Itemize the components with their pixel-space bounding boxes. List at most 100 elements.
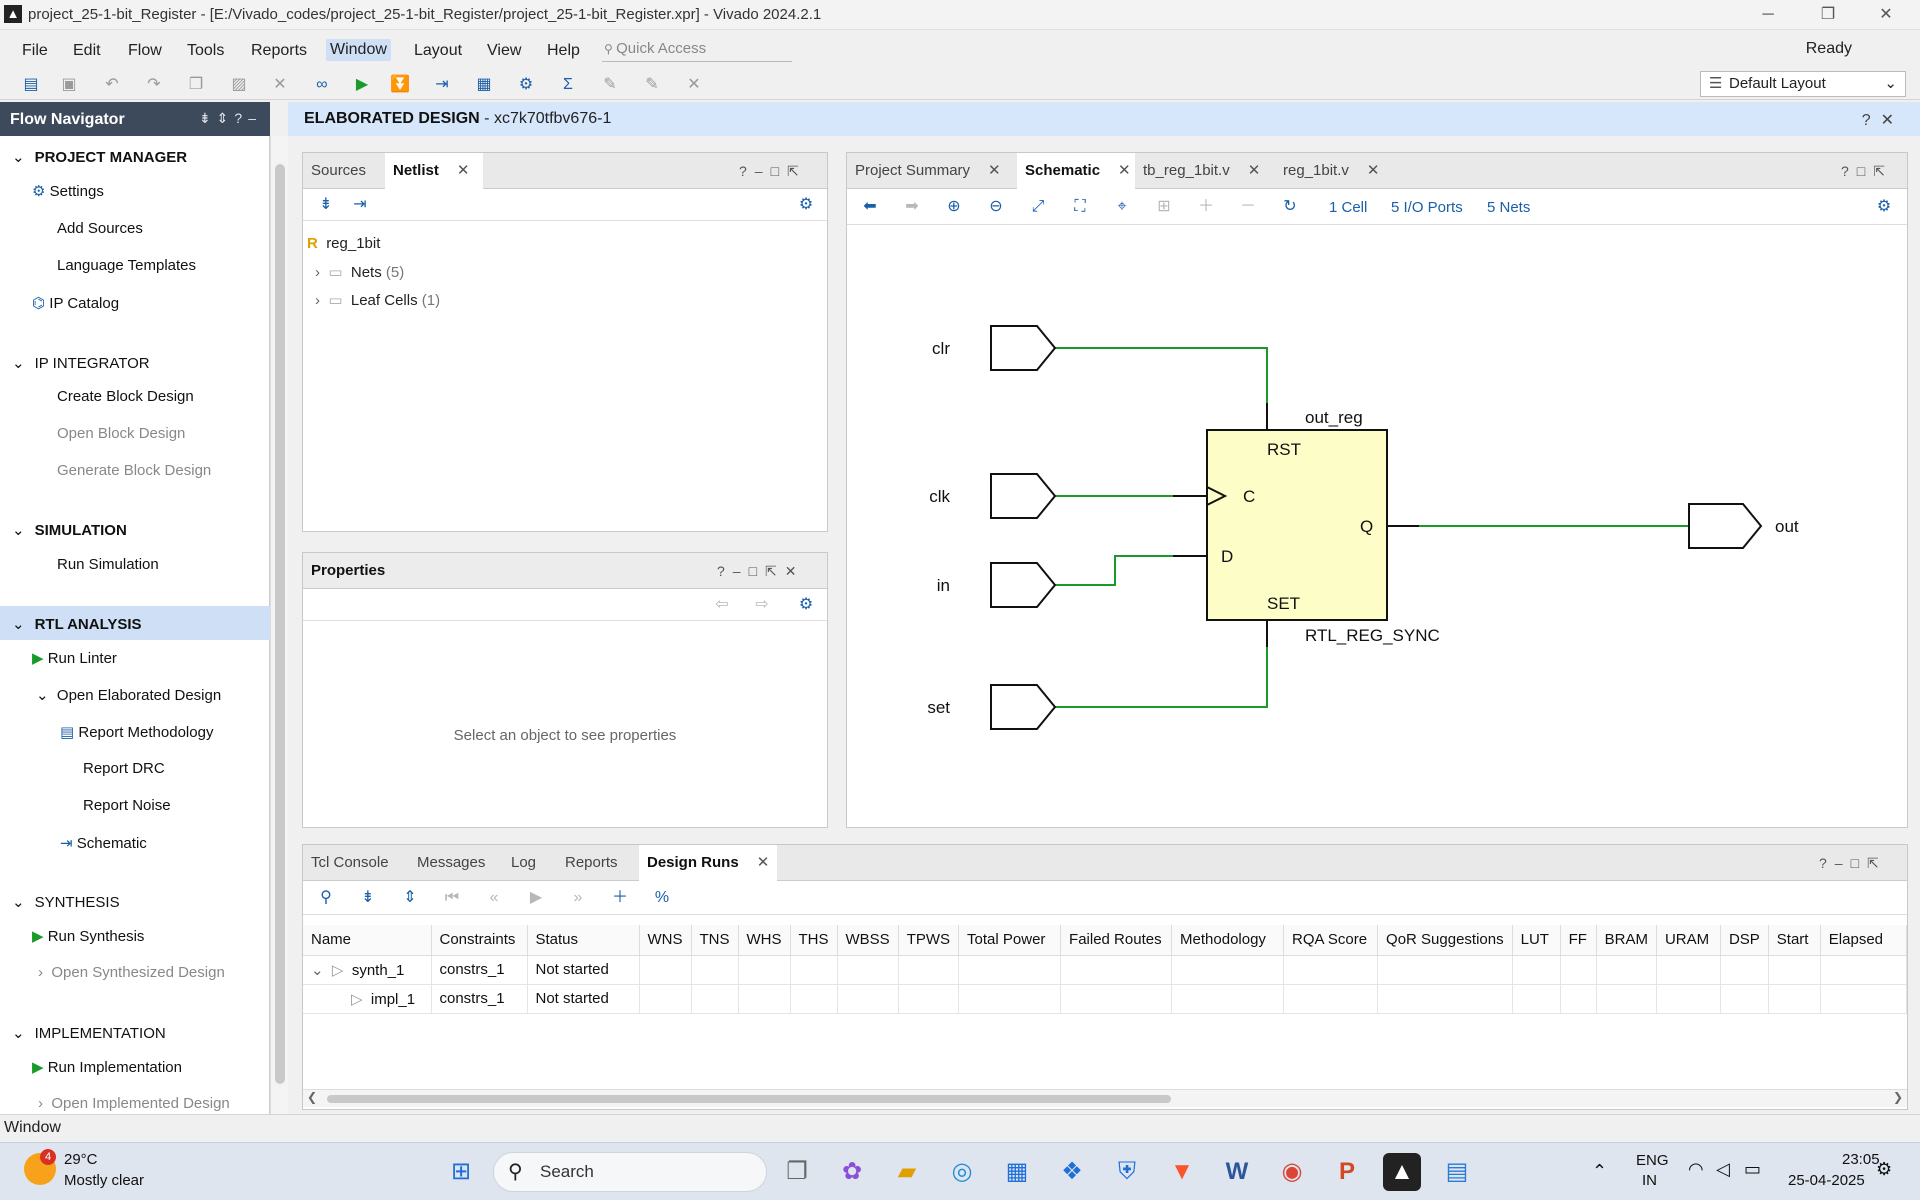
battery-icon[interactable]: ▭ xyxy=(1744,1159,1762,1179)
col-wns[interactable]: WNS xyxy=(639,925,692,956)
port-out[interactable] xyxy=(1688,503,1763,549)
col-tns[interactable]: TNS xyxy=(691,925,739,956)
scrollbar-thumb[interactable] xyxy=(275,164,285,1084)
autofit-selection-icon[interactable]: ⌖ xyxy=(1117,198,1127,215)
tab-tb-reg-1bit[interactable]: tb_reg_1bit.v✕ xyxy=(1135,153,1275,189)
clock-time[interactable]: 23:05 xyxy=(1842,1151,1880,1168)
tab-netlist[interactable]: Netlist✕ xyxy=(385,153,483,189)
create-block-design-item[interactable]: Create Block Design xyxy=(57,388,194,405)
tool-disabled-1-icon[interactable]: ✎ xyxy=(603,76,617,93)
run-step-icon[interactable]: ⏬ xyxy=(390,76,410,93)
chrome-icon[interactable]: ◉ xyxy=(1281,1158,1303,1185)
tab-project-summary[interactable]: Project Summary✕ xyxy=(847,153,1017,189)
report-drc-item[interactable]: Report DRC xyxy=(83,760,165,777)
panel-controls[interactable]: ?–□⇱ xyxy=(1819,855,1887,871)
report-icon[interactable]: ▦ xyxy=(476,76,492,93)
port-clr[interactable] xyxy=(990,325,1057,371)
save-icon[interactable]: ▣ xyxy=(61,76,77,93)
col-failed-routes[interactable]: Failed Routes xyxy=(1060,925,1173,956)
next-icon[interactable]: » xyxy=(573,889,583,906)
flow-nav-scrollbar[interactable] xyxy=(270,136,288,1114)
register-cell[interactable] xyxy=(1206,429,1388,621)
port-in[interactable] xyxy=(990,562,1057,608)
edge-icon[interactable]: ◎ xyxy=(951,1158,973,1185)
menu-file[interactable]: File xyxy=(22,42,48,59)
clock-date[interactable]: 25-04-2025 xyxy=(1788,1172,1865,1189)
col-start[interactable]: Start xyxy=(1768,925,1821,956)
gear-icon[interactable]: ⚙ xyxy=(1876,198,1892,215)
menu-tools[interactable]: Tools xyxy=(187,42,225,59)
zoom-out-icon[interactable]: ⊖ xyxy=(989,198,1003,215)
menu-help[interactable]: Help xyxy=(547,42,580,59)
powerpoint-icon[interactable]: P xyxy=(1338,1158,1355,1185)
settings-icon[interactable]: ⚙ xyxy=(518,76,534,93)
language-in[interactable]: IN xyxy=(1642,1172,1657,1189)
netlist-nets-item[interactable]: › ▭ Nets (5) xyxy=(315,263,404,281)
port-clk[interactable] xyxy=(990,473,1057,519)
zoom-fit-icon[interactable]: ⤢ xyxy=(1031,198,1045,215)
zoom-area-icon[interactable]: ⛶ xyxy=(1074,198,1086,215)
menu-flow[interactable]: Flow xyxy=(128,42,162,59)
schematic-view-icon[interactable]: ⇥ xyxy=(353,196,367,213)
menu-edit[interactable]: Edit xyxy=(73,42,101,59)
run-implementation-item[interactable]: ▶ Run Implementation xyxy=(32,1058,182,1076)
menu-layout[interactable]: Layout xyxy=(414,42,463,59)
percent-icon[interactable]: % xyxy=(654,889,670,906)
col-elapsed[interactable]: Elapsed xyxy=(1820,925,1908,956)
report-methodology-item[interactable]: ▤ Report Methodology xyxy=(60,723,213,741)
table-row[interactable]: ⌄ ▷ synth_1 constrs_1 Not started xyxy=(303,955,1908,985)
panel-controls[interactable]: ?–□⇱✕ xyxy=(717,563,805,579)
first-icon[interactable]: ⏮ xyxy=(444,889,460,906)
wire-set[interactable] xyxy=(1055,647,1268,708)
program-device-icon[interactable]: ⇥ xyxy=(435,76,449,93)
add-sources-item[interactable]: Add Sources xyxy=(57,220,143,237)
redo-icon[interactable]: ↷ xyxy=(147,76,161,93)
open-elaborated-design-item[interactable]: ⌄ Open Elaborated Design xyxy=(36,686,221,704)
run-synthesis-item[interactable]: ▶ Run Synthesis xyxy=(32,927,144,945)
launch-run-icon[interactable]: ▶ xyxy=(529,889,543,906)
wifi-icon[interactable]: ◠ xyxy=(1688,1159,1704,1179)
chevron-left-icon[interactable]: ❮ xyxy=(307,1090,318,1104)
close-icon[interactable]: ✕ xyxy=(1247,162,1261,179)
col-lut[interactable]: LUT xyxy=(1512,925,1561,956)
menu-reports[interactable]: Reports xyxy=(251,42,308,59)
minimize-icon[interactable]: ─ xyxy=(1762,6,1774,23)
open-block-design-item[interactable]: Open Block Design xyxy=(57,425,186,442)
expand-all-icon[interactable]: ⇕ xyxy=(403,889,417,906)
forward-icon[interactable]: ➡ xyxy=(905,198,919,215)
close-icon[interactable]: ✕ xyxy=(988,162,1001,179)
dropbox-icon[interactable]: ❖ xyxy=(1061,1158,1083,1185)
chevron-right-icon[interactable]: ❯ xyxy=(1892,1090,1903,1104)
taskbar-search[interactable]: ⚲Search xyxy=(493,1152,767,1192)
tab-schematic[interactable]: Schematic✕ xyxy=(1017,153,1135,189)
col-ff[interactable]: FF xyxy=(1560,925,1597,956)
scrollbar-thumb[interactable] xyxy=(327,1095,1171,1103)
close-icon[interactable]: ✕ xyxy=(1118,162,1131,179)
tool-disabled-2-icon[interactable]: ✎ xyxy=(645,76,659,93)
quick-access-input[interactable]: ⚲ Quick Access xyxy=(602,38,792,62)
file-explorer-icon[interactable]: ▰ xyxy=(897,1158,917,1185)
collapse-all-icon[interactable]: ⇟ xyxy=(319,196,333,213)
panel-controls[interactable]: ?□⇱ xyxy=(1841,163,1893,179)
notifications-icon[interactable]: ⚙ xyxy=(1876,1159,1893,1179)
elab-header-controls[interactable]: ?✕ xyxy=(1861,112,1904,129)
paste-icon[interactable]: ▨ xyxy=(231,76,247,93)
settings-item[interactable]: ⚙ Settings xyxy=(32,182,104,200)
close-icon[interactable]: ✕ xyxy=(1879,6,1893,23)
open-synthesized-design-item[interactable]: › Open Synthesized Design xyxy=(38,964,225,981)
vivado-taskbar-icon[interactable]: ▲ xyxy=(1383,1153,1421,1191)
copy-icon[interactable]: ❐ xyxy=(188,76,204,93)
weather-text[interactable]: Mostly clear xyxy=(64,1172,145,1189)
previous-icon[interactable]: « xyxy=(489,889,499,906)
volume-icon[interactable]: ◁ xyxy=(1716,1159,1730,1179)
back-icon[interactable]: ⬅ xyxy=(863,198,877,215)
horizontal-scrollbar[interactable]: ❮ ❯ xyxy=(303,1089,1907,1107)
col-dsp[interactable]: DSP xyxy=(1720,925,1769,956)
close-icon[interactable]: ✕ xyxy=(1366,162,1380,179)
gear-icon[interactable]: ⚙ xyxy=(798,596,814,613)
run-icon[interactable]: ▶ xyxy=(355,76,369,93)
nets-link[interactable]: 5 Nets xyxy=(1487,199,1531,216)
delete-icon[interactable]: ✕ xyxy=(273,76,287,93)
language-eng[interactable]: ENG xyxy=(1636,1152,1669,1169)
open-project-icon[interactable]: ▤ xyxy=(23,76,39,93)
